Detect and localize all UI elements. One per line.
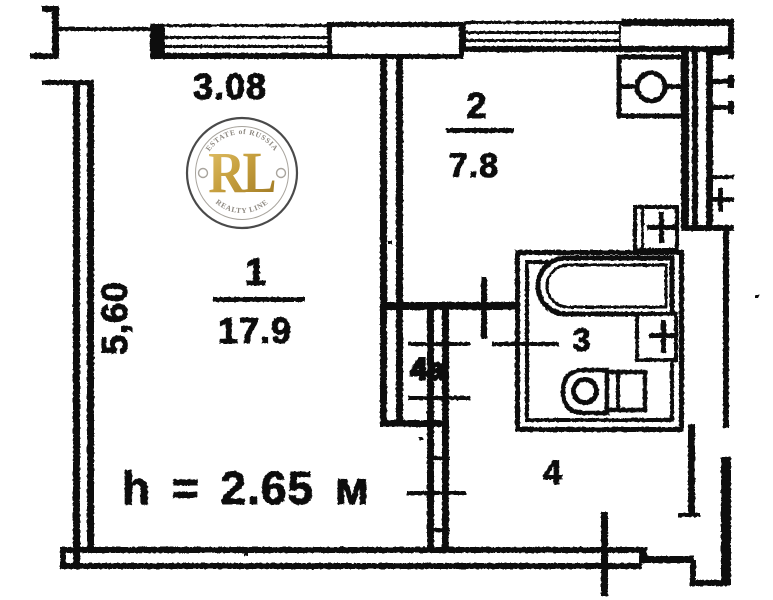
hallway-right-wall <box>688 424 695 517</box>
kitchen-fixtures <box>616 54 686 252</box>
room2-fraction-line <box>446 128 514 133</box>
top-wall-right <box>621 19 734 52</box>
balcony-bracket-bottom <box>30 53 59 59</box>
bathtub <box>535 255 675 317</box>
room2-number: 2 <box>466 85 487 126</box>
bathroom-door-tick <box>492 342 559 346</box>
right-wall <box>690 231 731 586</box>
walls <box>30 6 759 596</box>
window-pier <box>327 22 464 59</box>
room4-number: 4 <box>543 454 563 492</box>
room1-fraction-line <box>213 297 305 302</box>
closet-number: 4a <box>410 353 445 386</box>
closet-walls <box>380 310 449 427</box>
room2-area: 7.8 <box>449 147 499 185</box>
balcony-bracket-top <box>42 6 59 12</box>
bathroom <box>492 250 684 432</box>
toilet <box>560 367 648 416</box>
room1-number: 1 <box>245 252 267 294</box>
riser-marks <box>707 46 734 212</box>
washbasin <box>635 312 678 362</box>
stove <box>616 54 686 119</box>
window1-jamb <box>150 24 163 59</box>
watermark-monogram: RL <box>208 140 275 205</box>
room1-hallway-wall <box>427 427 449 553</box>
bottom-wall <box>60 547 694 569</box>
kitchen-bottom-wall <box>387 302 519 310</box>
watermark-right-dot <box>275 167 287 179</box>
kitchen-shaft-walls <box>681 48 734 231</box>
watermark-inner-ring <box>195 126 289 220</box>
dimension-top: 3.08 <box>193 66 267 107</box>
balcony-bracket-side <box>52 6 59 59</box>
watermark-left-dot <box>197 167 209 179</box>
ceiling-height-note: h = 2.65 м <box>122 462 370 514</box>
entrance-door-leaf <box>601 512 608 596</box>
watermark-stamp: ESTATE of RUSSIA REALTY LINE RL <box>185 116 299 230</box>
window1 <box>163 24 329 59</box>
plan-labels: 3.08 5,60 1 17.9 2 7.8 3 4 4a h = 2.65 м <box>93 65 592 514</box>
room1-kitchen-wall <box>380 57 403 427</box>
dimension-left: 5,60 <box>94 281 135 355</box>
left-wall <box>42 80 94 568</box>
watermark-outer-ring <box>185 116 299 230</box>
kitchen-sink <box>633 205 679 252</box>
balcony-parapet-line <box>59 27 152 31</box>
window2 <box>464 21 621 52</box>
room1-area: 17.9 <box>218 310 292 351</box>
kitchen-door-leaf <box>481 277 487 339</box>
room3-number: 3 <box>573 322 592 358</box>
scanned-plan-layer: 3.08 5,60 1 17.9 2 7.8 3 4 4a h = 2.65 м <box>30 6 759 596</box>
